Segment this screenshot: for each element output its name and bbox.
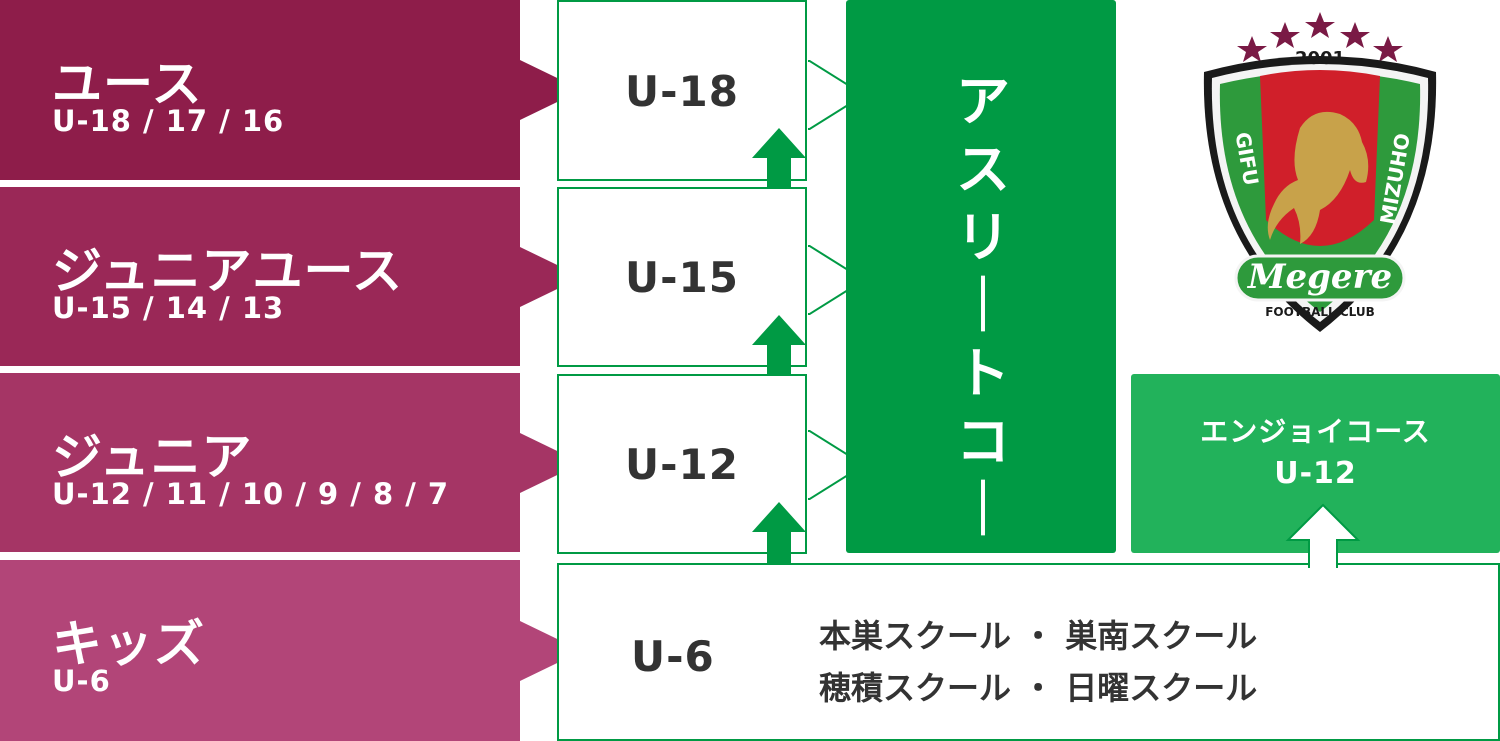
tier-ages: U-15 / 14 / 13: [52, 291, 285, 325]
athlete-course-char: ト: [956, 342, 1010, 405]
up-arrow-icon: [752, 502, 806, 564]
age-box-label: U-18: [625, 66, 739, 116]
enjoy-course: エンジョイコース U-12: [1131, 374, 1500, 553]
athlete-course-label: アスリ｜トコ｜ス: [953, 75, 1013, 619]
age-box-label: U-6: [631, 632, 715, 681]
kids-school-box: U-6 本巣スクール ・ 巣南スクール 穂積スクール ・ 日曜スクール: [557, 563, 1500, 741]
tier-name: ジュニア: [52, 428, 253, 486]
athlete-course-char: コ: [956, 410, 1010, 473]
athlete-course-char: ス: [956, 138, 1010, 201]
tier-junior-youth: ジュニアユース U-15 / 14 / 13: [0, 187, 582, 366]
tier-youth: ユース U-18 / 17 / 16: [0, 0, 582, 180]
star-icon: [1237, 12, 1403, 62]
tier-ages: U-6: [52, 664, 111, 698]
tier-name: ジュニアユース: [52, 242, 403, 300]
up-arrow-icon: [752, 128, 806, 188]
tier-kids: キッズ U-6: [0, 560, 582, 741]
age-box-u12: U-12: [557, 374, 807, 554]
tier-ages: U-12 / 11 / 10 / 9 / 8 / 7: [52, 477, 450, 511]
club-emblem-logo: 2001 GIFU MIZUHO Megere FOOTBALL CLUB: [1203, 12, 1437, 332]
chevron-right-icon: [808, 245, 866, 315]
school-list-line-2: 穂積スクール ・ 日曜スクール: [819, 669, 1258, 707]
logo-year: 2001: [1295, 48, 1345, 69]
age-box-label: U-12: [625, 440, 739, 489]
logo-bottom-text: FOOTBALL CLUB: [1265, 305, 1375, 319]
chevron-right-icon: [808, 60, 866, 130]
logo-script: Megere: [1247, 257, 1392, 297]
tier-name: ユース: [52, 55, 203, 113]
age-box-label: U-15: [625, 253, 739, 302]
athlete-course-char: ｜: [956, 274, 1010, 337]
school-list-line-1: 本巣スクール ・ 巣南スクール: [819, 617, 1258, 655]
tier-junior: ジュニア U-12 / 11 / 10 / 9 / 8 / 7: [0, 373, 582, 552]
age-box-u15: U-15: [557, 187, 807, 367]
chevron-right-icon: [808, 430, 866, 500]
up-arrow-icon: [752, 315, 806, 375]
athlete-course-char: ア: [956, 70, 1010, 133]
up-arrow-icon: [1285, 503, 1361, 568]
athlete-course: アスリ｜トコ｜ス: [846, 0, 1116, 605]
tier-name: キッズ: [52, 615, 205, 673]
enjoy-course-age: U-12: [1274, 456, 1357, 491]
athlete-course-char: リ: [956, 206, 1010, 269]
athlete-course-char: ｜: [956, 478, 1010, 541]
tier-ages: U-18 / 17 / 16: [52, 104, 285, 138]
enjoy-course-label: エンジョイコース: [1200, 415, 1431, 448]
